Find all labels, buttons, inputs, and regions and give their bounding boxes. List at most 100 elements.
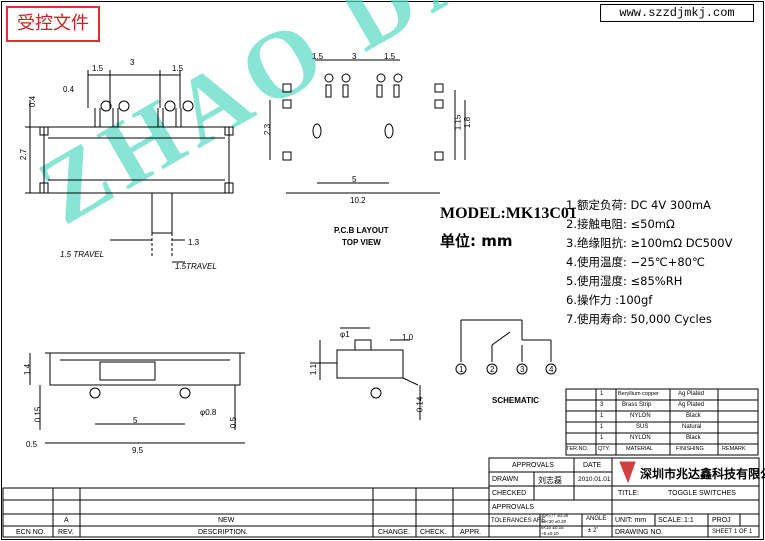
bom-material: NYLON — [630, 413, 651, 419]
travel-label-2: 1.5TRAVEL — [175, 262, 217, 271]
tb-angle: ANGLE — [586, 516, 607, 522]
spec-item: 4.使用温度: −25℃+80℃ — [566, 255, 705, 269]
schematic-pin-2: 2 — [490, 365, 495, 374]
bom-qty: 1 — [600, 424, 604, 430]
front-dim-1-4: 1.4 — [23, 363, 33, 376]
schematic-title: SCHEMATIC — [492, 396, 539, 405]
bom-material: SUS — [636, 424, 649, 430]
front-dim-5: 5 — [133, 416, 138, 425]
pcb-dim-1-8: 1.8 — [463, 116, 473, 129]
rev-appr: APPR. — [460, 529, 482, 536]
pcb-layout — [269, 59, 466, 194]
company-logo-icon — [619, 461, 636, 484]
bom-header-material: MATERIAL — [626, 446, 654, 452]
dim-1-3: 1.3 — [188, 238, 200, 247]
dim-2-7: 2.7 — [19, 148, 29, 161]
rev-description: DESCRIPTION. — [198, 529, 248, 536]
bom-header-qty: QTY. — [598, 446, 611, 452]
side-dim-1-0: 1.0 — [402, 333, 414, 342]
tb-scale: SCALE: — [658, 517, 683, 524]
bom-finish: Ag Plated — [678, 402, 705, 408]
controlled-document-stamp: 受控文件 — [6, 6, 100, 42]
spec-item: 5.使用湿度: ≤85%RH — [566, 274, 683, 288]
rev-change: CHANGE. — [378, 529, 410, 536]
tb-proj: PROJ — [712, 517, 731, 524]
tb-sheet-value: 1 OF 1 — [734, 529, 753, 535]
tb-tolerances: TOLERANCES ARE — [491, 518, 546, 524]
pcb-dim-1-15: 1.15 — [453, 114, 463, 131]
schematic-pin-1: 1 — [459, 365, 464, 374]
pcb-top-view-label: TOP VIEW — [342, 238, 381, 247]
tb-drawing-no: DRAWING NO. — [615, 529, 663, 536]
front-dim-phi-0-8: φ0.8 — [200, 408, 217, 417]
bom-qty: 1 — [600, 435, 604, 441]
tb-title: TOGGLE SWITCHES — [668, 490, 736, 497]
dim-0-4-top: 0.4 — [63, 85, 75, 94]
dim-0-4-side: 0.4 — [28, 95, 38, 108]
company-name: 深圳市兆达鑫科技有限公司 — [640, 467, 765, 481]
bom-material: Brass Strip — [622, 402, 652, 408]
bom-finish: Ag Plated — [678, 391, 705, 397]
bom-table-grid — [565, 388, 759, 456]
schematic-pin-3: 3 — [520, 365, 525, 374]
bom-header-ter-no: TER.NO. — [566, 446, 589, 452]
bom-material: NYLON — [630, 435, 651, 441]
spec-item: 2.接触电阻: ≤50mΩ — [566, 217, 675, 231]
tb-checked: CHECKED — [492, 490, 527, 497]
schematic-pin-4: 4 — [549, 365, 554, 374]
bom-finish: Black — [686, 413, 701, 419]
spec-list: 1.额定负荷: DC 4V 300mA 2.接触电阻: ≤50mΩ 3.绝缘阻抗… — [566, 196, 732, 329]
tb-drawn-by: 刘志磊 — [538, 476, 562, 485]
revision-block-grid — [2, 487, 490, 538]
tb-drawn: DRAWN — [492, 476, 519, 483]
side-dim-0-14: 0.14 — [415, 396, 425, 413]
model-label: MODEL:MK13C01 — [440, 205, 577, 222]
switch-top-view — [25, 70, 234, 263]
bom-qty: 1 — [600, 391, 604, 397]
tb-angle-value: ± 2˚ — [588, 528, 599, 534]
pcb-dim-1-5-left: 1.5 — [312, 52, 324, 61]
rev-rev: REV. — [58, 529, 74, 536]
bom-qty: 3 — [600, 402, 604, 408]
side-dim-1-1: 1.1 — [309, 363, 319, 376]
bom-qty: 1 — [600, 413, 604, 419]
spec-item: 3.绝缘阻抗: ≥100mΩ DC500V — [566, 236, 733, 250]
bom-header-remark: REMARK — [722, 446, 746, 452]
dim-1-5-right: 1.5 — [172, 64, 184, 73]
pcb-dim-2-3: 2.3 — [263, 123, 273, 136]
tb-approvals-2: APPROVALS — [492, 504, 534, 511]
tb-tol-row: 30<=↑↑ ±0.30 — [541, 513, 569, 518]
tb-sheet: SHEET — [712, 529, 733, 535]
website-url[interactable]: www.szzdjmkj.com — [600, 4, 754, 22]
dim-1-5-left: 1.5 — [92, 64, 104, 73]
dim-3-top: 3 — [130, 58, 135, 67]
front-dim-9-5: 9.5 — [132, 446, 144, 455]
bom-material: Beryllium copper — [618, 391, 659, 397]
front-dim-0-15: 0.15 — [33, 406, 43, 423]
spec-item: 1.额定负荷: DC 4V 300mA — [566, 198, 711, 212]
rev-check: CHECK. — [420, 529, 447, 536]
tb-tol-row: ~5 ±0.10 — [541, 531, 559, 536]
pcb-dim-3: 3 — [352, 52, 357, 61]
front-dim-0-5-right: 0.5 — [229, 416, 239, 429]
front-dim-0-5: 0.5 — [26, 440, 38, 449]
schematic-diagram — [455, 319, 557, 375]
switch-front-view — [29, 352, 245, 444]
pcb-layout-title: P.C.B LAYOUT — [334, 226, 389, 235]
bom-header-finishing: FINISHING — [676, 446, 704, 452]
rev-a: A — [64, 517, 69, 524]
bom-finish: Natural — [682, 424, 702, 430]
side-dim-phi-1: φ1 — [340, 330, 350, 339]
pcb-dim-5: 5 — [352, 175, 357, 184]
tb-unit: UNIT: mm — [615, 517, 647, 524]
rev-new: NEW — [218, 517, 235, 524]
spec-item: 6.操作力 :100gf — [566, 293, 653, 307]
spec-item: 7.使用寿命: 50,000 Cycles — [566, 312, 712, 326]
tb-date: DATE — [583, 462, 602, 469]
rev-ecn-no: ECN NO. — [16, 529, 46, 536]
tb-approvals: APPROVALS — [512, 462, 554, 469]
tb-scale-value: 1:1 — [684, 517, 694, 524]
bom-finish: Black — [686, 435, 701, 441]
